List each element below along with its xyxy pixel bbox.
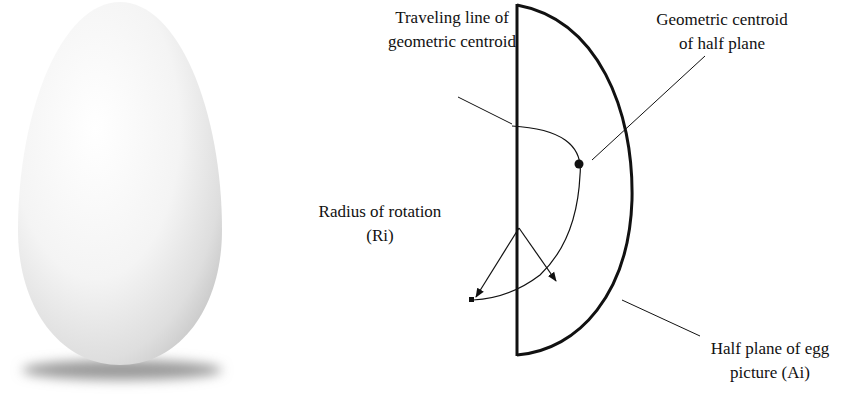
leader-line bbox=[592, 56, 705, 160]
egg-photo bbox=[18, 2, 222, 365]
callout-label: Radius of rotation (Ri) bbox=[310, 200, 450, 248]
rotation-axis bbox=[516, 4, 519, 356]
radius-arrow bbox=[519, 228, 556, 281]
callout-label: Traveling line of geometric centroid bbox=[365, 6, 540, 54]
leader-line bbox=[622, 300, 700, 336]
callout-label: Geometric centroid of half plane bbox=[648, 8, 796, 56]
radius-arrow bbox=[476, 228, 519, 297]
centroid-dot bbox=[575, 160, 584, 169]
end-marker bbox=[469, 297, 474, 302]
callout-label: Half plane of egg picture (Ai) bbox=[700, 337, 840, 385]
traveling-line bbox=[473, 126, 580, 300]
half-plane-outline bbox=[517, 5, 632, 355]
leader-line bbox=[458, 97, 512, 124]
